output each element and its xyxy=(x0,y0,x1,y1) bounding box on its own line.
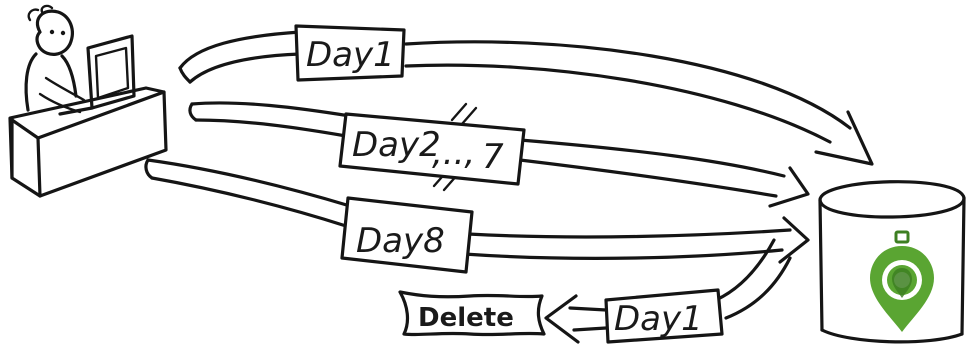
label-delete-text: Delete xyxy=(418,303,514,333)
green-location-pin-icon xyxy=(870,232,934,332)
label-day1-bottom: Day1 xyxy=(606,290,722,342)
arrow-day1-top xyxy=(180,32,872,164)
label-day7-text: 7 xyxy=(482,137,504,177)
label-dots-text: ,.., xyxy=(432,133,475,173)
label-day1-top: Day1 xyxy=(296,26,404,80)
label-day2-text: Day2 xyxy=(352,125,441,165)
label-day8: Day8 xyxy=(342,198,472,272)
label-day8-text: Day8 xyxy=(356,221,445,261)
label-day2-7: Day2 ,.., 7 xyxy=(340,114,524,184)
label-delete: Delete xyxy=(400,292,544,335)
person-at-desk-icon xyxy=(10,6,166,196)
label-day1-bottom-text: Day1 xyxy=(614,299,703,339)
label-day1-top-text: Day1 xyxy=(306,35,395,75)
